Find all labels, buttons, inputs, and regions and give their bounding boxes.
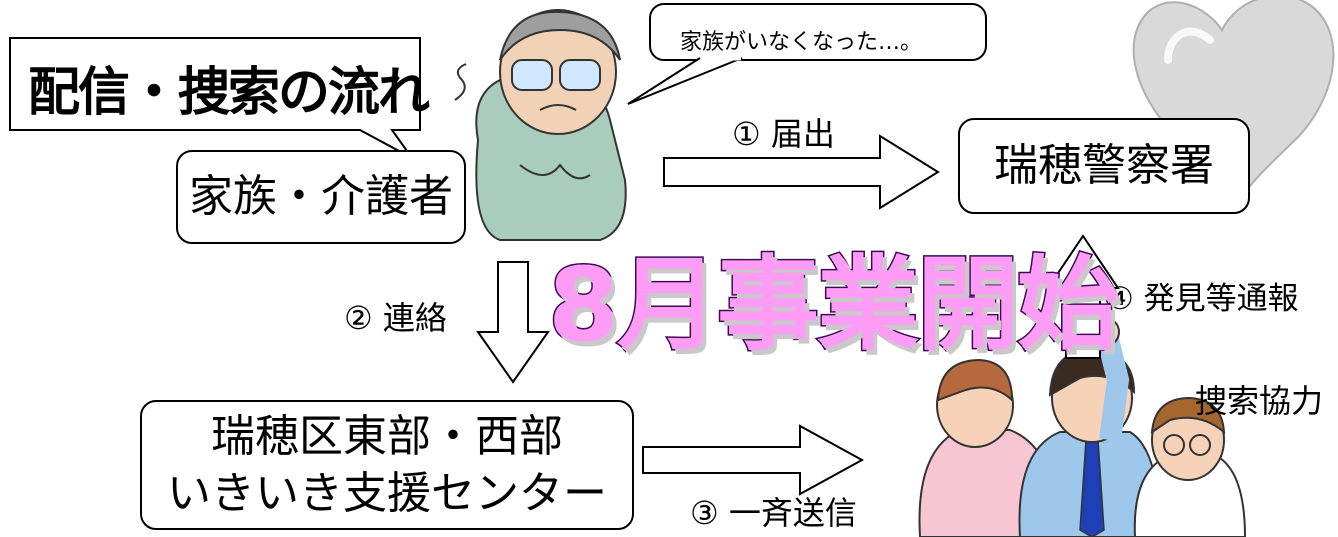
support-center-box: 瑞穂区東部・西部 いきいき支援センター bbox=[140, 400, 634, 530]
support-center-line1: 瑞穂区東部・西部 bbox=[211, 410, 563, 462]
speech-bubble bbox=[627, 3, 987, 105]
support-center-line2: いきいき支援センター bbox=[167, 468, 607, 519]
speech-bubble-text: 家族がいなくなった…。 bbox=[680, 30, 923, 55]
start-headline: 8月事業開始 bbox=[547, 246, 1121, 365]
diagram-title: 配信・捜索の流れ bbox=[28, 63, 430, 123]
elderly-person-icon bbox=[454, 9, 627, 241]
title-callout bbox=[9, 37, 421, 159]
step3-label: ③ 一斉送信 bbox=[690, 494, 857, 532]
police-box: 瑞穂警察署 bbox=[958, 118, 1250, 214]
volunteers-icon bbox=[918, 317, 1247, 537]
family-label: 家族・介護者 bbox=[189, 171, 453, 223]
family-box: 家族・介護者 bbox=[176, 150, 466, 244]
step2-label: ② 連絡 bbox=[344, 299, 447, 337]
search-help-label: 捜索協力 bbox=[1195, 382, 1324, 420]
step1-label: ① 届出 bbox=[732, 115, 835, 153]
step4-label: ④ 発見等通報 bbox=[1106, 281, 1299, 317]
arrow-broadcast bbox=[642, 424, 865, 496]
arrow-report bbox=[663, 134, 940, 210]
arrow-contact bbox=[476, 261, 550, 384]
police-label: 瑞穂警察署 bbox=[994, 140, 1214, 192]
arrow-notify bbox=[1046, 234, 1120, 359]
